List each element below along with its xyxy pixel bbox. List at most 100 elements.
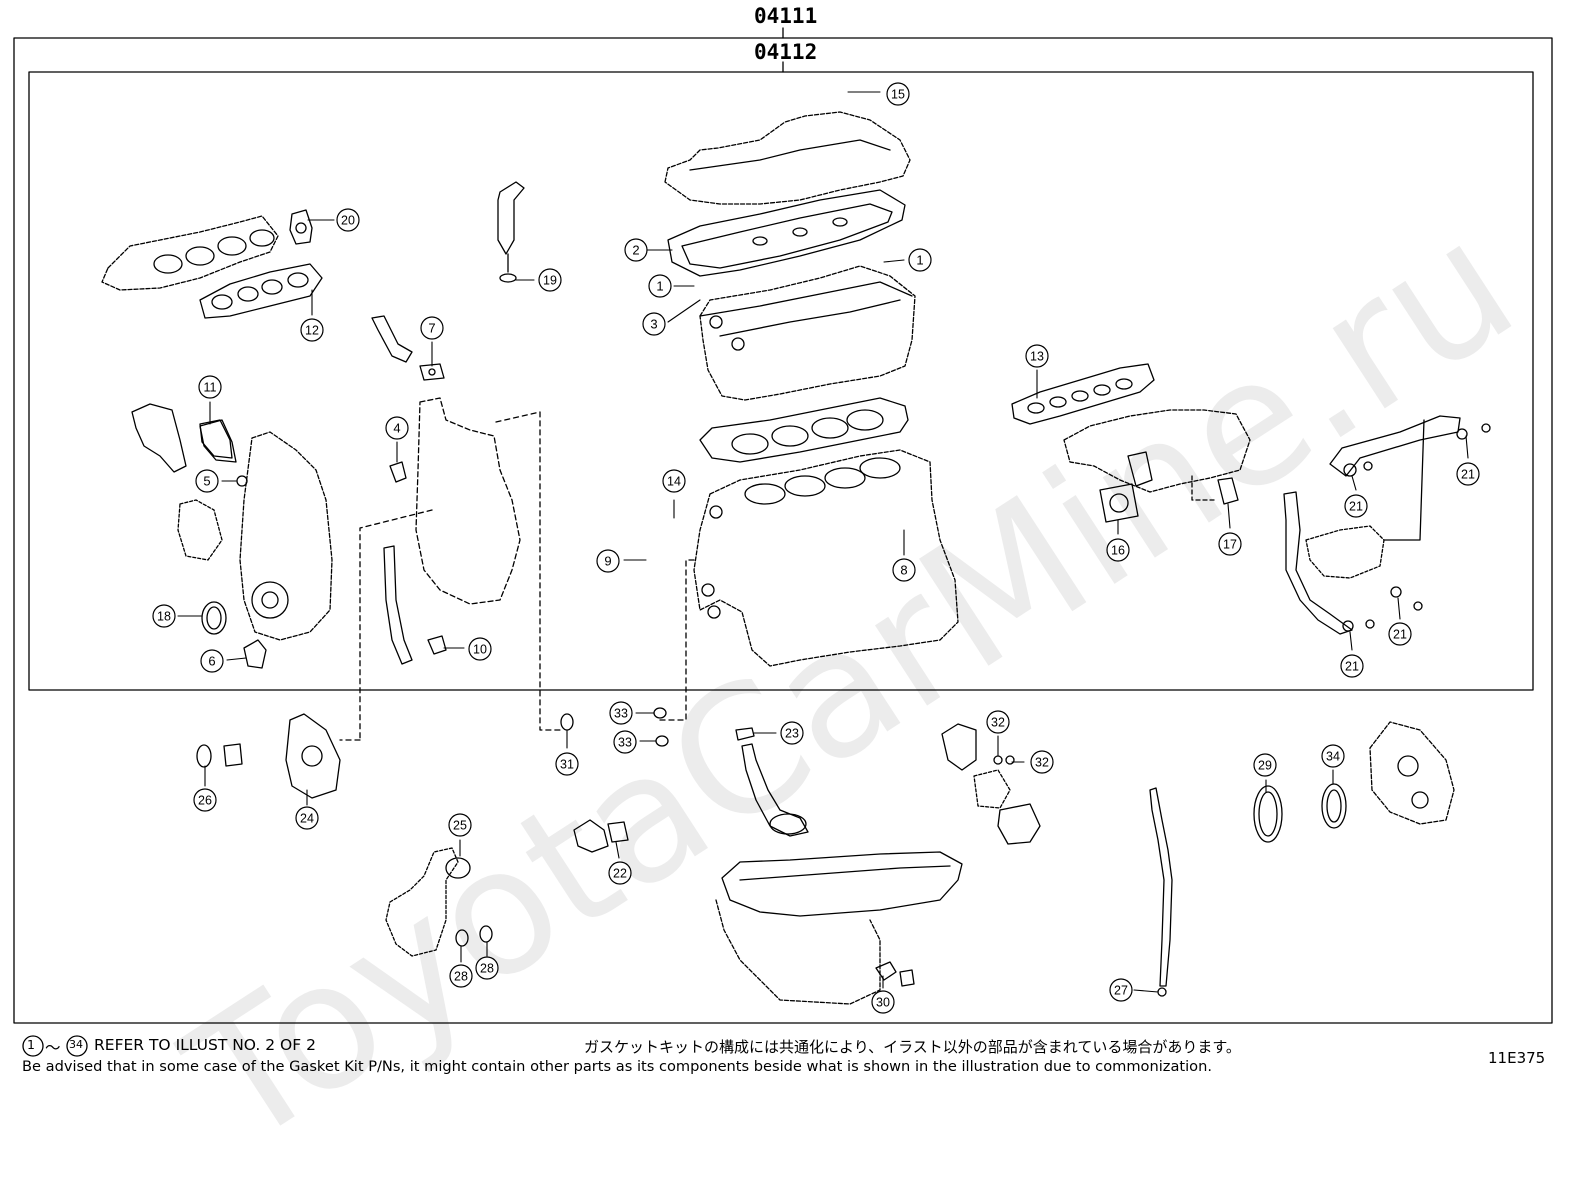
callout-circle bbox=[475, 956, 499, 980]
callout-circle bbox=[295, 806, 319, 830]
callout-label: 33 bbox=[618, 736, 632, 750]
callout-5: 5 bbox=[195, 469, 219, 493]
callout-label: 31 bbox=[560, 758, 574, 772]
callout-label: 12 bbox=[305, 324, 319, 338]
callout-circle bbox=[1344, 494, 1368, 518]
callout-21b: 21 bbox=[1344, 494, 1368, 518]
gasket-17 bbox=[1217, 477, 1239, 505]
o-ring-28a bbox=[455, 929, 469, 947]
callout-label: 22 bbox=[613, 867, 627, 881]
callout-3: 3 bbox=[642, 312, 666, 336]
leader-lines bbox=[177, 91, 1469, 993]
oil-seal-34 bbox=[1321, 783, 1347, 829]
callout-33b: 33 bbox=[613, 730, 637, 754]
callout-19: 19 bbox=[538, 268, 562, 292]
callout-label: 20 bbox=[341, 214, 355, 228]
callout-circle bbox=[468, 637, 492, 661]
callout-24: 24 bbox=[295, 806, 319, 830]
assembly-code-inner: 04112 bbox=[754, 40, 818, 64]
callout-label: 1 bbox=[656, 279, 663, 294]
callout-label: 7 bbox=[428, 321, 435, 336]
callout-label: 13 bbox=[1030, 350, 1044, 364]
inner-frame bbox=[28, 71, 1534, 691]
cylinder-head bbox=[699, 265, 916, 401]
oil-pressure-switch-26 bbox=[196, 743, 243, 768]
callout-label: 11 bbox=[204, 381, 217, 395]
callout-label: 32 bbox=[991, 716, 1005, 730]
callout-label: 21 bbox=[1461, 468, 1475, 482]
japanese-note: ガスケットキットの構成には共通化により、イラスト以外の部品が含まれている場合があ… bbox=[584, 1038, 1241, 1056]
seal-ring-18 bbox=[201, 601, 227, 635]
callout-circle bbox=[195, 469, 219, 493]
fuel-injector bbox=[497, 181, 525, 283]
callout-label: 19 bbox=[543, 274, 557, 288]
callout-circle bbox=[300, 318, 324, 342]
callout-20: 20 bbox=[336, 208, 360, 232]
callout-label: 23 bbox=[785, 727, 799, 741]
o-ring-33b bbox=[655, 735, 669, 747]
throttle-gasket-16 bbox=[1099, 483, 1139, 523]
callout-label: 6 bbox=[208, 654, 215, 669]
oil-pump-25 bbox=[385, 847, 471, 957]
callout-circle bbox=[1388, 622, 1412, 646]
callout-circle bbox=[1030, 750, 1054, 774]
callout-label: 9 bbox=[604, 554, 611, 569]
callout-circle bbox=[1106, 538, 1130, 562]
oil-level-gauge-guide bbox=[383, 545, 413, 665]
rear-oil-seal-29 bbox=[1253, 785, 1283, 843]
callout-29: 29 bbox=[1253, 753, 1277, 777]
callout-34: 34 bbox=[1321, 744, 1345, 768]
range-start-circle bbox=[22, 1035, 44, 1057]
o-ring-28b bbox=[479, 925, 493, 943]
callout-label: 1 bbox=[916, 253, 923, 268]
callout-label: 28 bbox=[454, 970, 468, 984]
callout-circle bbox=[642, 312, 666, 336]
timing-chain-cover bbox=[177, 431, 333, 641]
callout-circle bbox=[892, 558, 916, 582]
callout-21c: 21 bbox=[1388, 622, 1412, 646]
water-pump bbox=[131, 403, 237, 473]
oil-strainer-23 bbox=[735, 727, 809, 837]
leader-dashed-block bbox=[659, 559, 695, 721]
leader-3 bbox=[667, 299, 701, 323]
callout-circle bbox=[648, 274, 672, 298]
callout-label: 21 bbox=[1393, 628, 1407, 642]
o-ring-31 bbox=[560, 713, 574, 731]
callout-circle bbox=[1456, 462, 1480, 486]
callout-circle bbox=[1109, 978, 1133, 1002]
callout-circle bbox=[609, 701, 633, 725]
callout-label: 32 bbox=[1035, 756, 1049, 770]
callout-7: 7 bbox=[420, 316, 444, 340]
callout-22: 22 bbox=[608, 861, 632, 885]
range-start-label: 1 bbox=[27, 1037, 35, 1052]
callout-circle bbox=[555, 752, 579, 776]
callout-circle bbox=[886, 82, 910, 106]
callout-label: 3 bbox=[650, 317, 657, 332]
leader-dashed-mid bbox=[495, 411, 561, 731]
callout-circle bbox=[198, 375, 222, 399]
callout-label: 17 bbox=[1223, 538, 1237, 552]
callout-label: 26 bbox=[198, 794, 212, 808]
leader-17 bbox=[1227, 503, 1231, 529]
callout-label: 16 bbox=[1111, 544, 1125, 558]
callout-circle bbox=[1321, 744, 1345, 768]
callout-27: 27 bbox=[1109, 978, 1133, 1002]
callout-circle bbox=[385, 416, 409, 440]
callout-circle bbox=[1218, 532, 1242, 556]
callout-circle bbox=[908, 248, 932, 272]
callout-circle bbox=[986, 710, 1010, 734]
gasket-6 bbox=[243, 639, 267, 669]
callout-label: 33 bbox=[614, 707, 628, 721]
illustration-code: 11E375 bbox=[1488, 1049, 1546, 1067]
cylinder-head-cover bbox=[664, 111, 911, 205]
callout-14: 14 bbox=[662, 469, 686, 493]
callout-circle bbox=[1253, 753, 1277, 777]
callout-label: 28 bbox=[480, 962, 494, 976]
callout-11: 11 bbox=[198, 375, 222, 399]
callout-16: 16 bbox=[1106, 538, 1130, 562]
callout-circle bbox=[193, 788, 217, 812]
leader-1b bbox=[883, 259, 905, 263]
callout-12: 12 bbox=[300, 318, 324, 342]
oil-cooler-22 bbox=[573, 819, 629, 853]
